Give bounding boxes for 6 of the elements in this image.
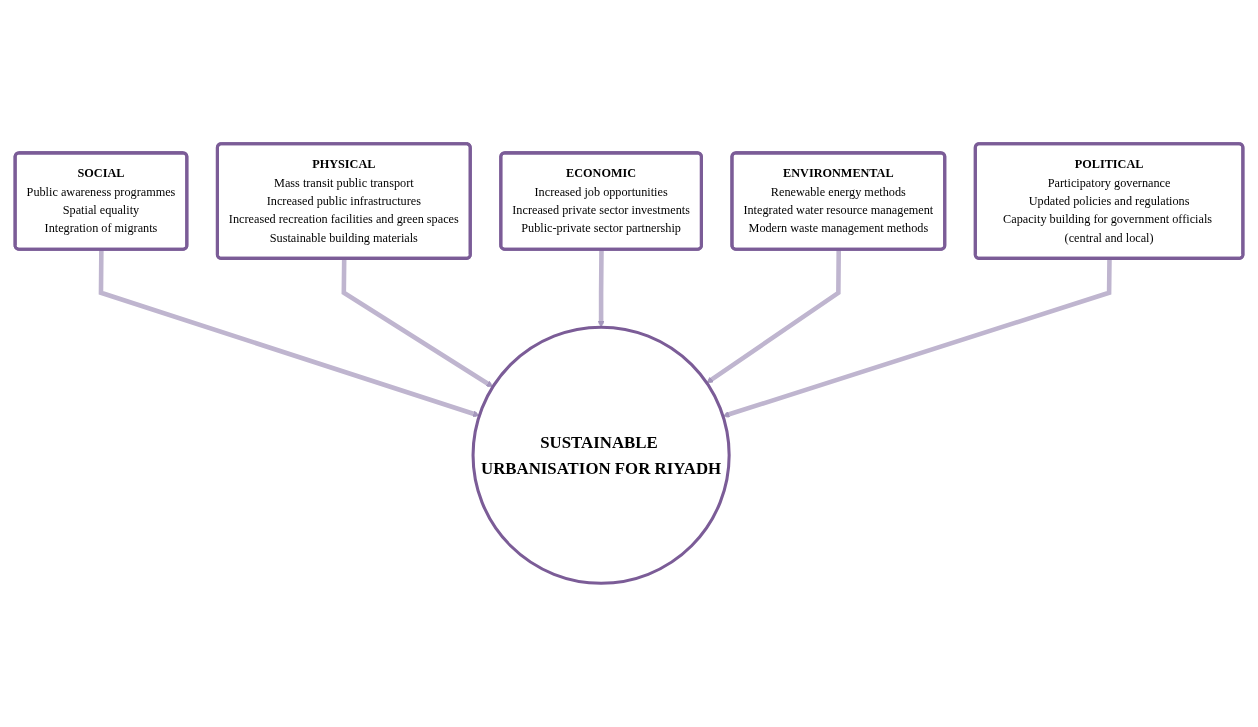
node-circle: SUSTAINABLE URBANISATION FOR RIYADH	[471, 325, 731, 585]
arrow	[706, 249, 842, 384]
arrow	[722, 258, 1112, 418]
arrow	[597, 249, 605, 328]
arrow	[341, 258, 494, 388]
arrow	[98, 249, 480, 417]
